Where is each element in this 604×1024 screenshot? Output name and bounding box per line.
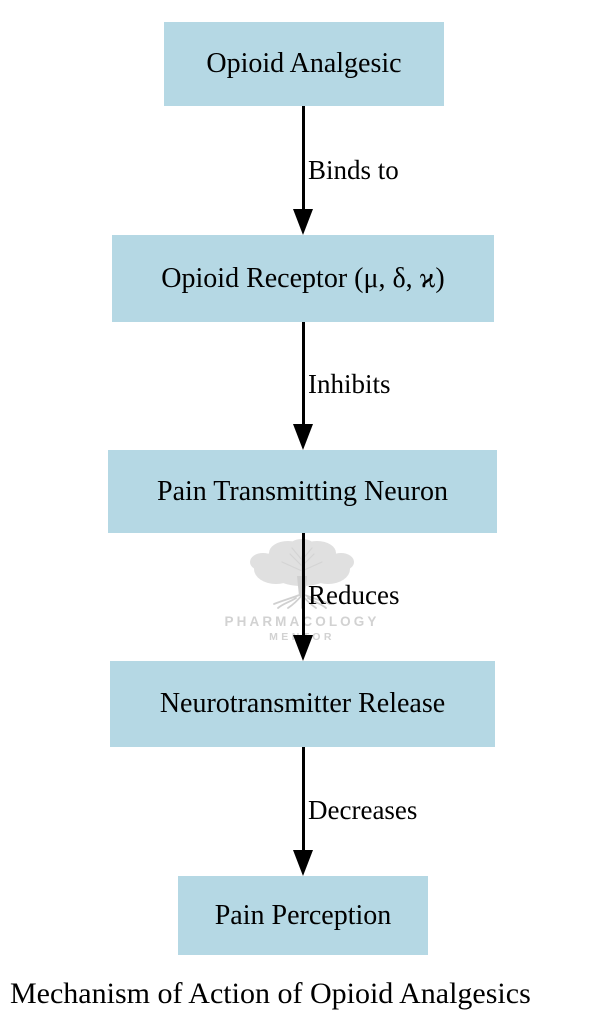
arrowhead-icon: [293, 635, 313, 661]
node-pain-transmitting-neuron: Pain Transmitting Neuron: [108, 450, 497, 533]
node-neurotransmitter-release: Neurotransmitter Release: [110, 661, 495, 747]
edge-line: [302, 106, 305, 211]
arrowhead-icon: [293, 424, 313, 450]
edge-line: [302, 322, 305, 426]
diagram-caption: Mechanism of Action of Opioid Analgesics: [10, 977, 531, 1010]
node-opioid-receptor: Opioid Receptor (μ, δ, ϰ): [112, 235, 494, 322]
node-label: Pain Transmitting Neuron: [157, 475, 448, 507]
edge-line: [302, 747, 305, 852]
node-label: Neurotransmitter Release: [159, 688, 446, 719]
node-label: Opioid Analgesic: [206, 48, 402, 79]
node-label: Pain Perception: [214, 899, 392, 931]
edge-binds-to: [293, 106, 313, 235]
arrowhead-icon: [293, 209, 313, 235]
edge-decreases: [293, 747, 313, 876]
node-label: Opioid Receptor (μ, δ, ϰ): [161, 262, 445, 294]
node-opioid-analgesic: Opioid Analgesic: [164, 22, 444, 106]
edge-reduces: [293, 533, 313, 661]
edge-label-inhibits: Inhibits: [308, 369, 391, 399]
edge-inhibits: [293, 322, 313, 450]
node-pain-perception: Pain Perception: [178, 876, 428, 955]
edge-label-decreases: Decreases: [308, 795, 418, 825]
edge-label-reduces: Reduces: [308, 580, 400, 610]
edge-label-binds-to: Binds to: [308, 155, 399, 185]
edge-line: [302, 533, 305, 637]
arrowhead-icon: [293, 850, 313, 876]
